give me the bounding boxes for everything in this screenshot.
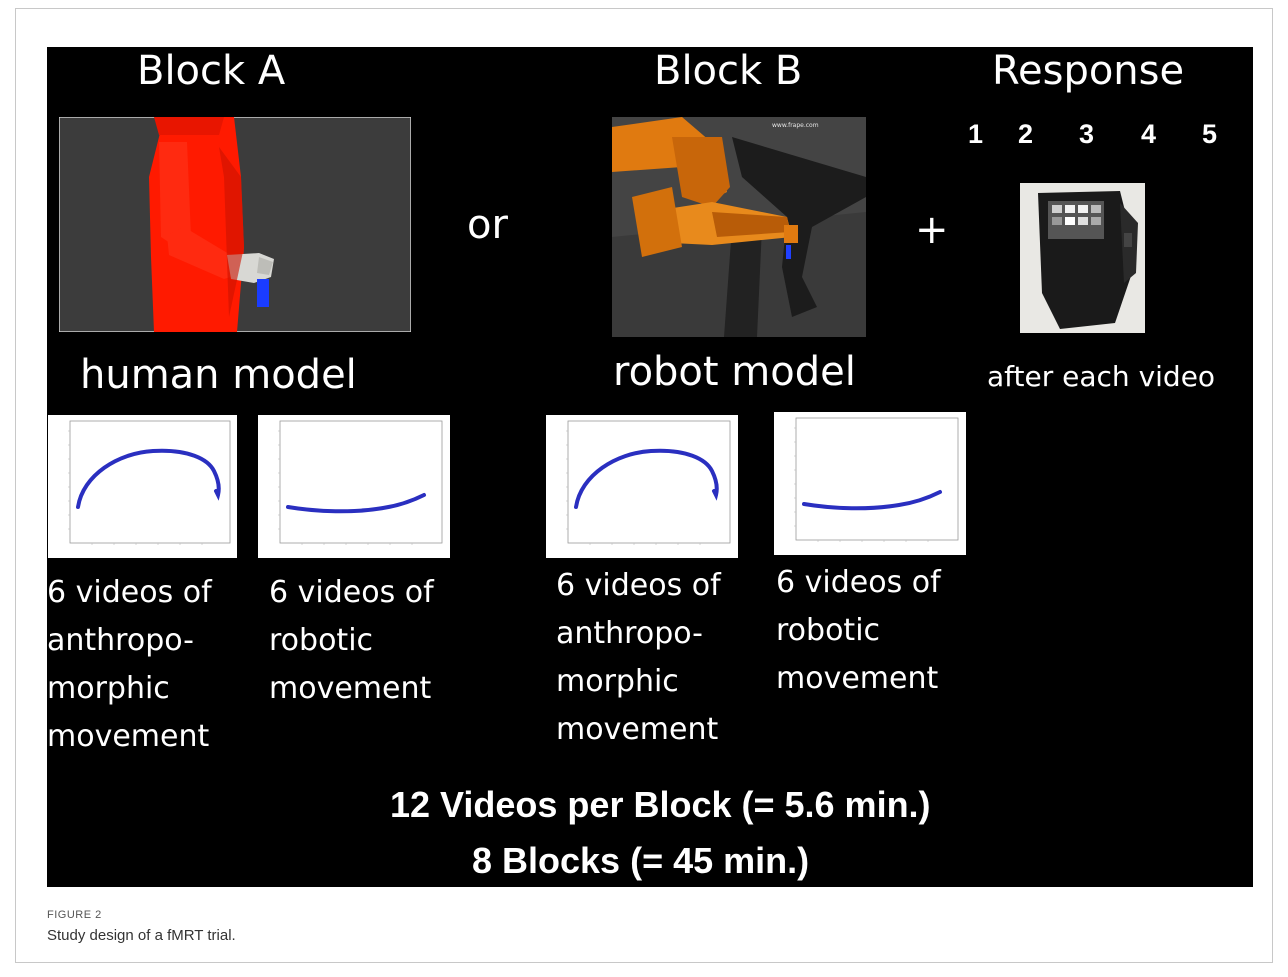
response-pad-image: [1020, 183, 1145, 333]
block-b-title: Block B: [654, 48, 803, 94]
figure-label: FIGURE 2: [47, 909, 102, 921]
figure-frame: [15, 8, 1273, 963]
block-a-anthropomorphic-caption: 6 videos of anthropo- morphic movement: [47, 575, 212, 754]
human-model-label: human model: [80, 352, 357, 398]
figure-panel: Block A Block B Response or: [47, 47, 1253, 887]
block-b-robotic-caption: 6 videos of robotic movement: [776, 565, 941, 696]
or-label: or: [467, 202, 508, 248]
block-b-anthropomorphic-caption: 6 videos of anthropo- morphic movement: [556, 568, 721, 747]
response-scale-1: 1: [968, 119, 984, 149]
response-title: Response: [992, 48, 1185, 94]
videos-per-block: 12 Videos per Block (= 5.6 min.): [390, 784, 931, 825]
response-scale-4: 4: [1141, 119, 1157, 149]
plot-a-robotic: [258, 415, 450, 558]
robot-model-label: robot model: [613, 349, 856, 395]
robot-model-image: www.frape.com: [612, 117, 866, 337]
blocks-total: 8 Blocks (= 45 min.): [472, 840, 810, 881]
plot-b-anthropomorphic: [546, 415, 738, 558]
plot-a-anthropomorphic: [48, 415, 237, 558]
response-scale-5: 5: [1202, 119, 1218, 149]
robot-watermark: www.frape.com: [772, 122, 819, 129]
response-scale-3: 3: [1079, 119, 1095, 149]
plot-b-robotic: [774, 412, 966, 555]
response-scale-2: 2: [1018, 119, 1034, 149]
figure-caption: Study design of a fMRT trial.: [47, 927, 236, 944]
block-a-title: Block A: [137, 48, 286, 94]
response-note: after each video: [987, 360, 1216, 393]
block-a-robotic-caption: 6 videos of robotic movement: [269, 575, 434, 706]
plus-label: +: [915, 207, 949, 253]
human-model-image: [58, 116, 412, 333]
